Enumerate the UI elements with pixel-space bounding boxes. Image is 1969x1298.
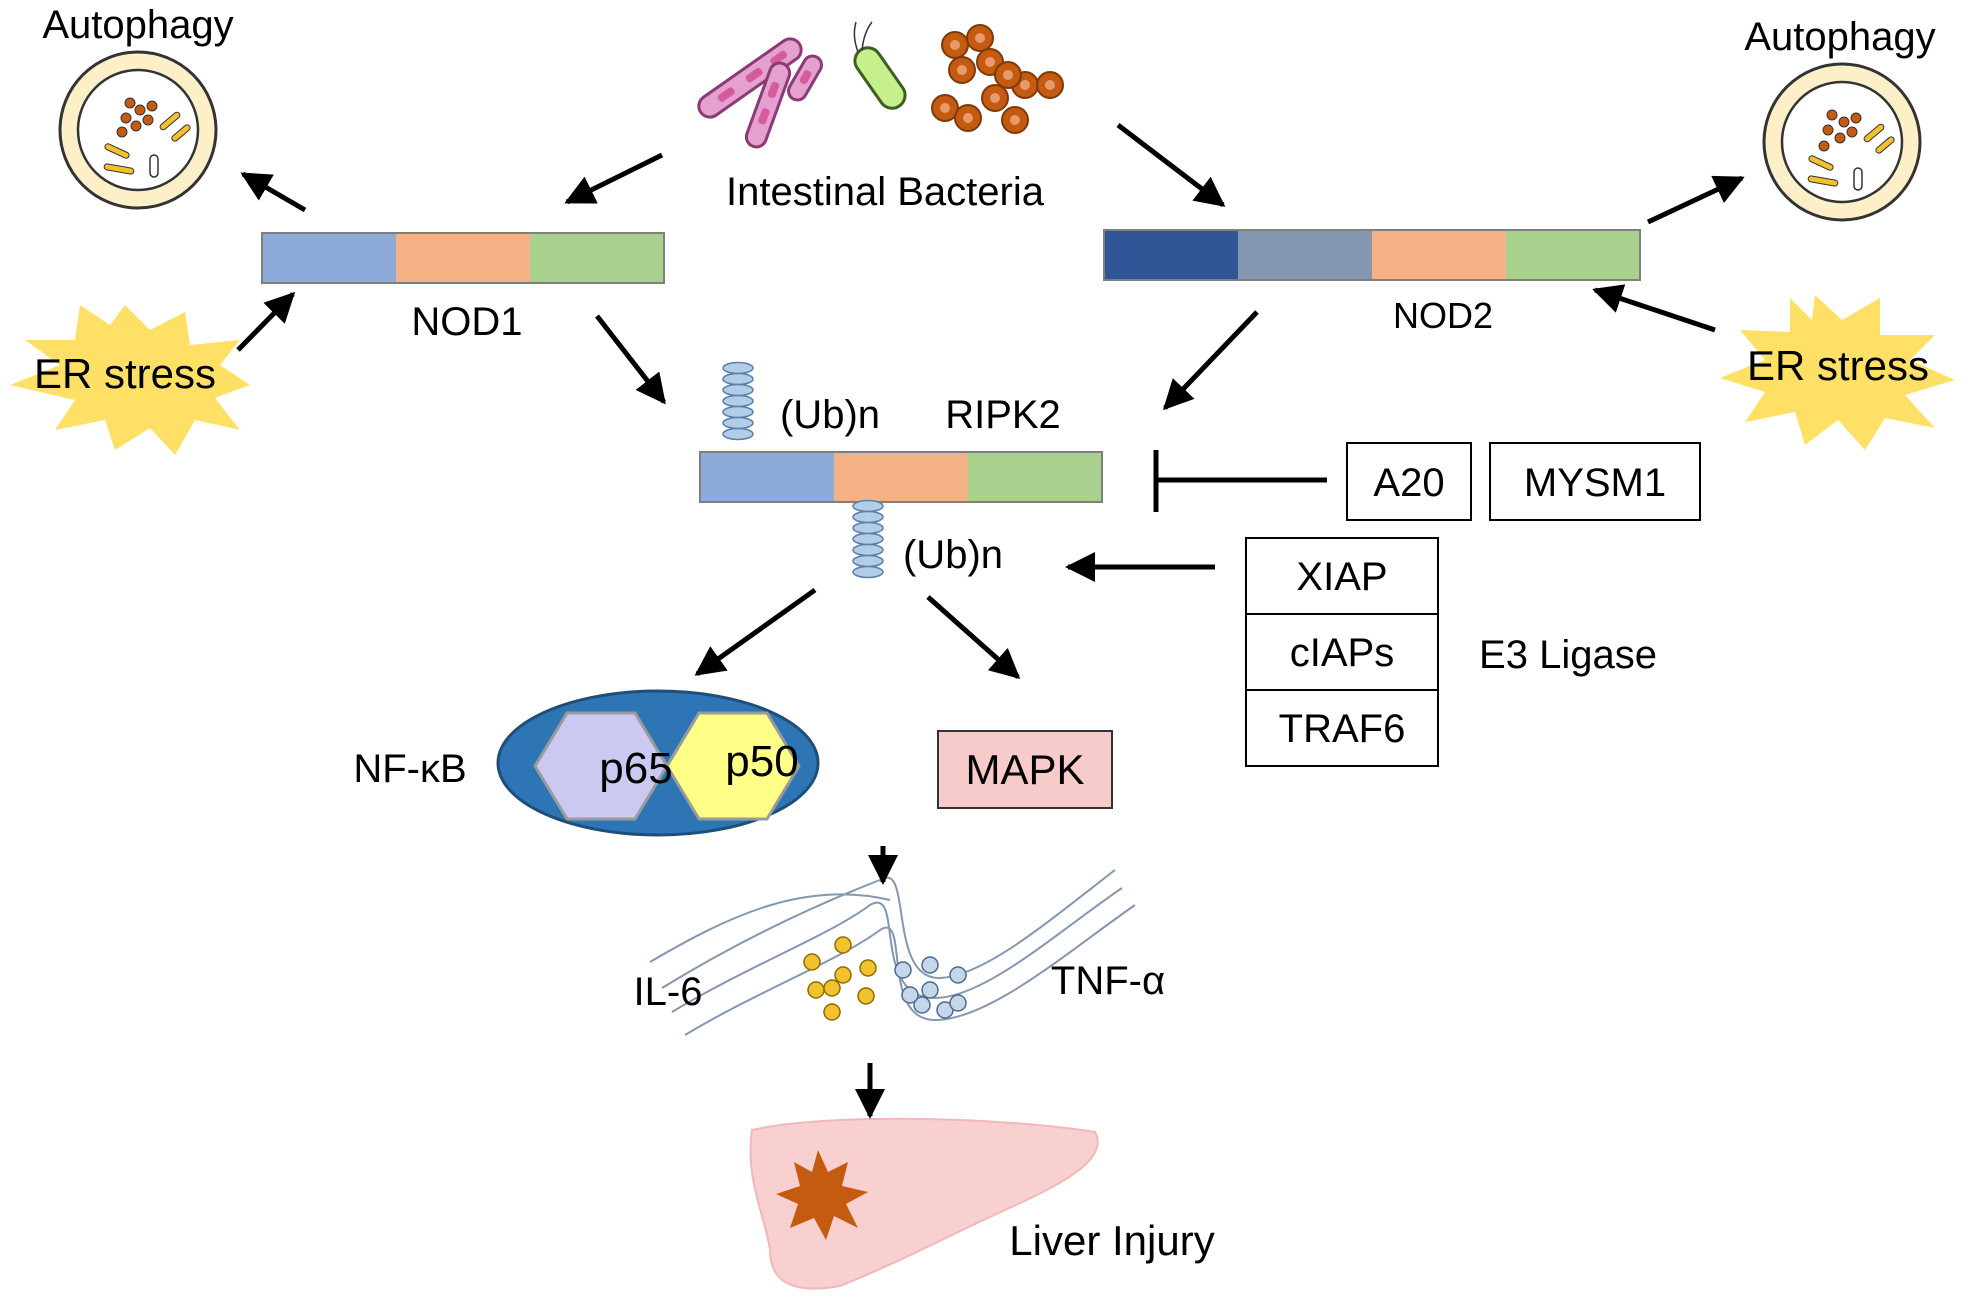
tnf-particles	[894, 956, 967, 1019]
p50-subunit	[665, 711, 801, 821]
autophagosome-left	[58, 50, 218, 210]
nod1-protein-bar	[261, 232, 665, 284]
p65-subunit	[533, 711, 669, 821]
liver-injury-label: Liver Injury	[1009, 1217, 1214, 1264]
xiap-box	[1245, 537, 1439, 615]
ub-bottom-label: (Ub)n	[903, 533, 1003, 577]
a20-label: A20	[1373, 461, 1444, 505]
nod2-label: NOD2	[1393, 295, 1493, 336]
bacteria-illustration	[697, 21, 1064, 149]
mysm1-box	[1489, 442, 1701, 521]
er-stress-left-label: ER stress	[34, 350, 216, 397]
er-stress-left-burst	[10, 305, 250, 455]
tnf-label: TNF-α	[1051, 959, 1165, 1003]
p65-label: p65	[599, 744, 672, 793]
er-stress-right-label: ER stress	[1747, 342, 1929, 389]
nod2-protein-bar	[1103, 229, 1641, 281]
arrows	[236, 123, 1745, 1119]
il6-label: IL-6	[634, 970, 703, 1014]
er-stress-right-burst	[1720, 295, 1955, 450]
autophagy-right-label: Autophagy	[1744, 15, 1935, 59]
ciaps-label: cIAPs	[1290, 631, 1394, 675]
il6-particles	[803, 936, 877, 1021]
xiap-label: XIAP	[1296, 555, 1387, 599]
mysm1-label: MYSM1	[1524, 461, 1666, 505]
ripk2-protein-bar	[699, 451, 1103, 503]
liver-illustration	[749, 1117, 1099, 1290]
a20-box	[1346, 442, 1472, 521]
ub-top-label: (Ub)n	[780, 393, 880, 437]
p50-label: p50	[725, 737, 798, 786]
nfkb-complex	[496, 689, 820, 837]
ciaps-box	[1245, 613, 1439, 691]
e3-ligase-label: E3 Ligase	[1479, 633, 1657, 677]
traf6-label: TRAF6	[1279, 707, 1406, 751]
ubiquitin-chain-bottom	[852, 499, 884, 579]
injury-starburst	[776, 1150, 868, 1240]
mapk-label: MAPK	[965, 746, 1084, 793]
traf6-box	[1245, 689, 1439, 767]
autophagosome-right	[1762, 62, 1922, 222]
ripk2-label: RIPK2	[945, 393, 1061, 437]
mapk-box	[937, 730, 1113, 809]
nod1-label: NOD1	[411, 300, 522, 344]
nfkb-label: NF-κB	[353, 747, 466, 791]
cell-membrane	[649, 869, 1136, 1036]
intestinal-bacteria-label: Intestinal Bacteria	[726, 170, 1045, 214]
autophagy-left-label: Autophagy	[42, 3, 233, 47]
ubiquitin-chain-top	[722, 361, 754, 441]
